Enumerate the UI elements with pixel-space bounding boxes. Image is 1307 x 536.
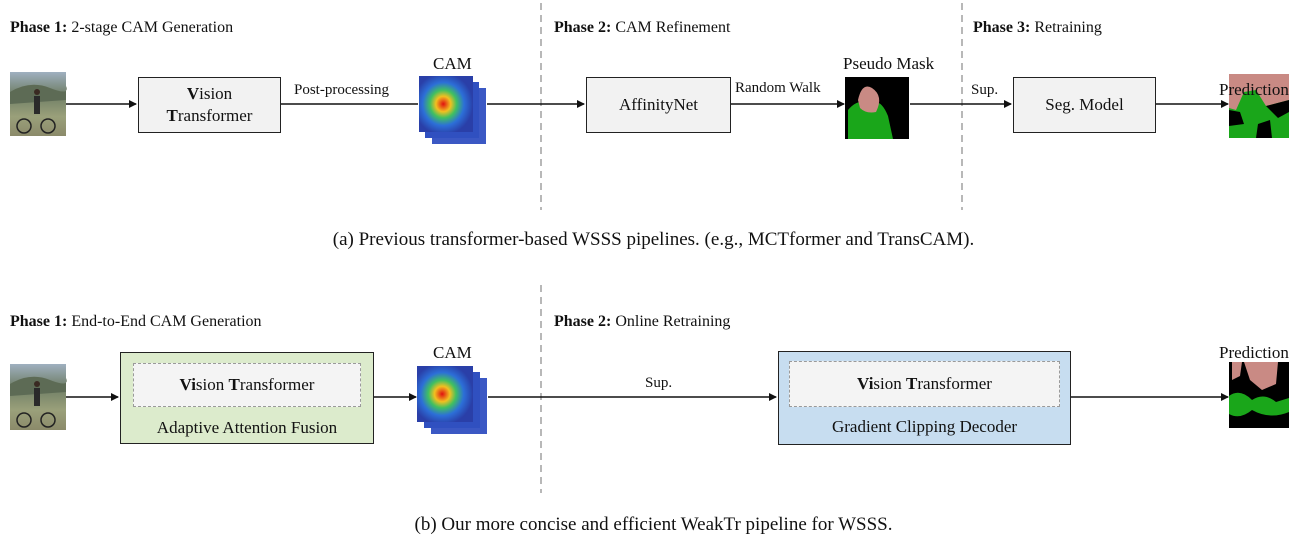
phase1-desc-bottom: End-to-End CAM Generation <box>71 313 262 330</box>
phase2-desc-bottom: Online Retraining <box>615 313 731 330</box>
adaptive-attention-fusion-label: Adaptive Attention Fusion <box>156 418 338 437</box>
phase2-title-top: Phase 2: <box>554 19 612 36</box>
vision-transformer-inner-right: Vision Transformer <box>789 361 1060 407</box>
caption-b: (b) Our more concise and efficient WeakT… <box>414 514 893 535</box>
input-image-top <box>10 72 67 136</box>
phase2-label-top: Phase 2: CAM Refinement <box>554 19 730 37</box>
vision-transformer-box-top: Vision Transformer <box>138 77 281 133</box>
random-walk-label: Random Walk <box>735 80 821 96</box>
caption-a: (a) Previous transformer-based WSSS pipe… <box>332 229 975 250</box>
phase3-desc-top: Retraining <box>1034 19 1102 36</box>
phase2-title-bottom: Phase 2: <box>554 313 612 330</box>
phase1-title-bottom: Phase 1: <box>10 313 68 330</box>
phase3-label-top: Phase 3: Retraining <box>973 19 1102 37</box>
cam-label-top: CAM <box>433 54 472 73</box>
sup-label-bottom: Sup. <box>645 375 673 391</box>
phase2-desc-top: CAM Refinement <box>615 19 731 36</box>
affinitynet-box: AffinityNet <box>586 77 731 133</box>
cam-stack-bottom <box>417 366 487 434</box>
gradient-clipping-decoder-label: Gradient Clipping Decoder <box>831 417 1018 436</box>
phase3-title-top: Phase 3: <box>973 19 1031 36</box>
post-processing-label: Post-processing <box>294 82 389 98</box>
pseudo-mask-label: Pseudo Mask <box>843 54 935 73</box>
phase1-title-top: Phase 1: <box>10 19 68 36</box>
pseudo-mask-image <box>845 77 909 139</box>
phase1-label-bottom: Phase 1: End-to-End CAM Generation <box>10 313 262 331</box>
seg-model-box: Seg. Model <box>1013 77 1156 133</box>
prediction-label-top: Prediction <box>1219 80 1289 99</box>
phase2-label-bottom: Phase 2: Online Retraining <box>554 313 730 331</box>
sup-label-top: Sup. <box>971 82 999 98</box>
adaptive-attention-fusion-box: Vision Transformer Adaptive Attention Fu… <box>120 352 374 444</box>
cam-label-bottom: CAM <box>433 343 472 362</box>
cam-stack-top <box>419 76 486 144</box>
gradient-clipping-decoder-box: Vision Transformer Gradient Clipping Dec… <box>778 351 1071 445</box>
phase1-label-top: Phase 1: 2-stage CAM Generation <box>10 19 233 37</box>
prediction-image-top <box>1229 74 1289 138</box>
input-image-bottom <box>10 364 67 430</box>
prediction-image-bottom <box>1229 362 1289 428</box>
prediction-label-bottom: Prediction <box>1219 343 1289 362</box>
vision-transformer-inner-left: Vision Transformer <box>133 363 361 407</box>
phase1-desc-top: 2-stage CAM Generation <box>71 19 234 36</box>
